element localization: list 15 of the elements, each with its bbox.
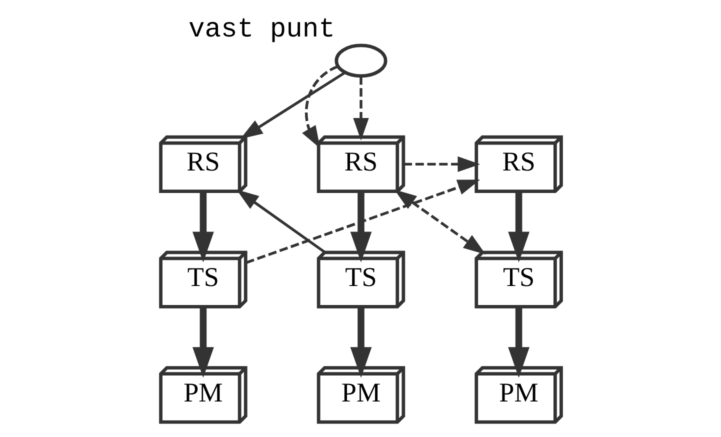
arrow xyxy=(245,180,480,264)
arrow xyxy=(403,156,480,172)
node-label: vast punt xyxy=(188,14,334,46)
arrow xyxy=(508,307,530,378)
arrow xyxy=(192,307,214,378)
arrow xyxy=(394,190,486,254)
arrow xyxy=(236,190,325,254)
arrow xyxy=(350,307,372,378)
arrow xyxy=(192,192,214,262)
arrow xyxy=(508,192,530,262)
node-circle xyxy=(334,44,387,78)
arrow xyxy=(350,192,372,262)
arrow xyxy=(352,76,368,140)
arrow xyxy=(240,72,345,139)
arrow xyxy=(302,65,338,148)
